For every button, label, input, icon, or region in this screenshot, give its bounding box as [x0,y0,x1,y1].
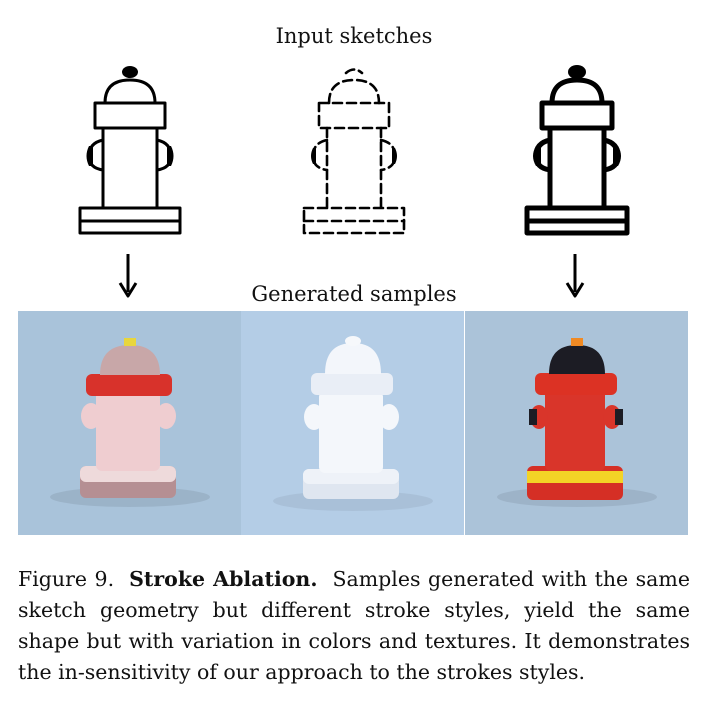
generated-samples-label: Generated samples [251,282,457,306]
generated-samples-strip [18,311,688,535]
sketch-thin-solid [78,66,182,235]
figure-number: Figure 9. [18,567,115,591]
input-sketches-label: Input sketches [275,24,433,48]
sample-image-white [241,311,464,535]
down-arrow-icon [565,254,585,298]
sample-image-red-black [465,311,688,535]
down-arrow-icon [118,254,138,298]
caption-text: Samples generated with the same sketch g… [18,567,690,684]
sample-image-pink-red [18,311,241,535]
sketch-dashed [302,68,406,235]
figure-caption: Figure 9. Stroke Ablation. Samples gener… [18,564,690,688]
sketch-thick-solid [524,65,630,236]
figure-title: Stroke Ablation. [129,567,318,591]
